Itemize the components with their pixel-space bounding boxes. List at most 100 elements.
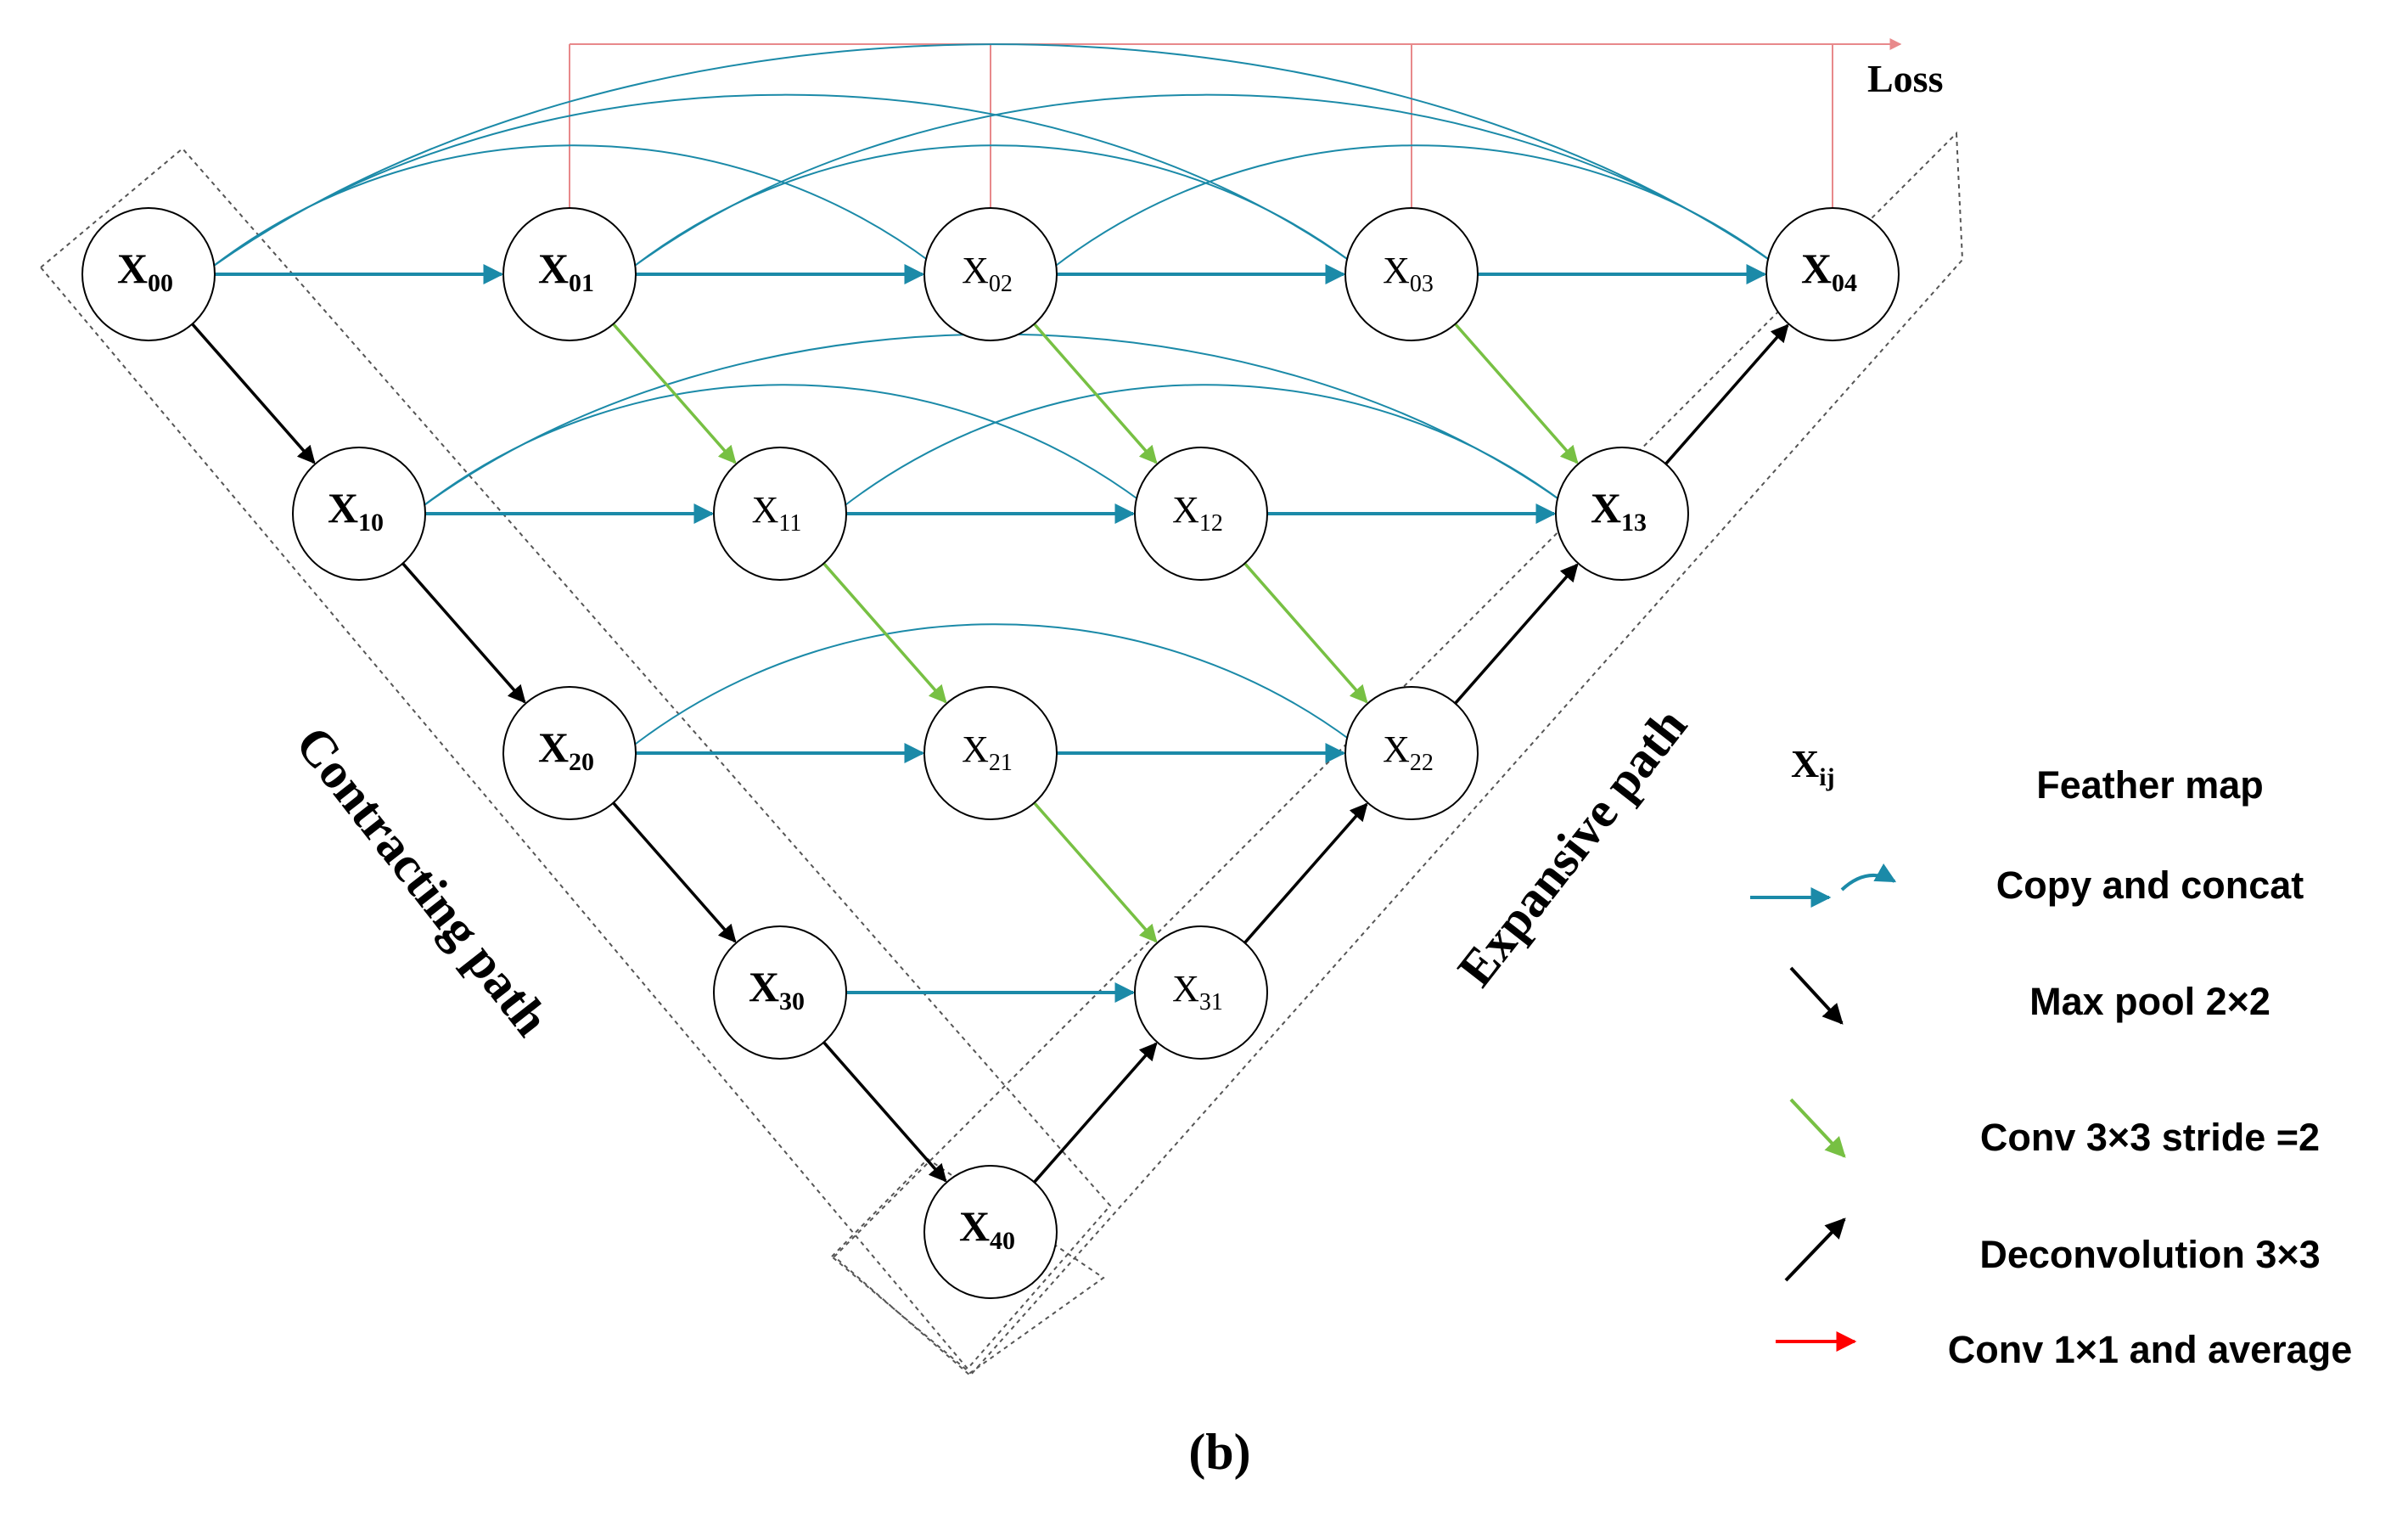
node-label-base: X (328, 484, 358, 532)
legend-conv-symbol (1789, 1098, 1846, 1158)
node-circle (923, 1165, 1058, 1299)
node-label: X10 (328, 484, 384, 537)
node-label-base: X (1172, 489, 1199, 531)
node-label-sub: 03 (1410, 271, 1434, 297)
figure-caption: (b) (1188, 1424, 1250, 1480)
deconv-arrow-31-22 (1243, 802, 1368, 944)
node-x40: X40 (923, 1165, 1058, 1299)
node-label: X11 (752, 489, 802, 537)
skip-curve-02-04 (1052, 144, 1774, 268)
node-circle (1134, 447, 1268, 581)
node-circle (713, 447, 847, 581)
skip-curves (210, 43, 1774, 747)
node-label-base: X (752, 489, 779, 531)
node-circle (713, 925, 847, 1060)
node-label: X03 (1383, 250, 1434, 297)
legend-label-loss: Conv 1×1 and average (1948, 1328, 2352, 1371)
node-x11: X11 (713, 447, 847, 581)
node-label-base: X (962, 728, 989, 770)
path-regions (39, 131, 1964, 1377)
legend: Xij Feather map Copy and concat Max pool… (1750, 742, 2352, 1371)
legend-label-deconv: Deconvolution 3×3 (1979, 1233, 2320, 1276)
maxpool-arrow-00-10 (191, 323, 316, 464)
node-label-base: X (959, 1202, 990, 1250)
loss-branch (569, 38, 1902, 208)
legend-label-maxpool: Max pool 2×2 (2029, 980, 2270, 1023)
bottom-node-region (830, 1157, 1105, 1375)
node-label: X02 (962, 250, 1013, 297)
node-x04: X04 (1765, 207, 1900, 341)
node-circle (1344, 207, 1479, 341)
node-circle (1765, 207, 1900, 341)
node-label: X20 (538, 723, 594, 776)
node-label-base: X (1383, 728, 1410, 770)
node-label: X22 (1383, 728, 1434, 776)
node-label: X40 (959, 1202, 1015, 1255)
node-x03: X03 (1344, 207, 1479, 341)
node-circle (923, 207, 1058, 341)
conv-arrow-11-21 (822, 562, 947, 704)
skip-curve-20-22 (631, 623, 1353, 747)
conv-arrow-12-22 (1243, 562, 1368, 704)
legend-label-skip: Copy and concat (1996, 863, 2304, 907)
node-label-base: X (962, 250, 989, 291)
node-label-sub: 00 (148, 269, 173, 297)
node-x30: X30 (713, 925, 847, 1060)
legend-feature-symbol-base: X (1791, 742, 1819, 785)
conv-arrow-01-11 (612, 323, 737, 464)
maxpool-arrow-10-20 (401, 562, 526, 704)
legend-label-feature: Feather map (2036, 763, 2264, 807)
expansive-path-label: Expansive path (1447, 698, 1698, 997)
deconv-arrow-13-04 (1664, 323, 1789, 465)
node-label-sub: 12 (1199, 510, 1223, 537)
node-label-sub: 13 (1621, 509, 1647, 537)
edges (191, 264, 1789, 1184)
node-circle (1555, 447, 1689, 581)
node-x01: X01 (502, 207, 637, 341)
legend-feature-symbol-sub: ij (1819, 763, 1834, 791)
node-label: X30 (749, 963, 805, 1015)
node-circle (1344, 686, 1479, 820)
node-label-base: X (749, 963, 779, 1010)
node-label-base: X (1172, 968, 1199, 1010)
node-label-base: X (1591, 484, 1621, 532)
node-label: X12 (1172, 489, 1223, 537)
node-label-sub: 22 (1410, 750, 1434, 776)
node-label-sub: 01 (569, 269, 594, 297)
node-label-sub: 20 (569, 748, 594, 776)
node-label: X13 (1591, 484, 1647, 537)
node-circle (1134, 925, 1268, 1060)
node-label: X01 (538, 245, 594, 297)
node-label-base: X (538, 245, 569, 292)
node-label-sub: 30 (779, 987, 805, 1015)
node-label: X21 (962, 728, 1013, 776)
node-x10: X10 (292, 447, 426, 581)
node-x13: X13 (1555, 447, 1689, 581)
expansive-path-region (833, 131, 1964, 1377)
legend-label-conv: Conv 3×3 stride =2 (1980, 1116, 2320, 1159)
node-label-sub: 10 (358, 509, 384, 537)
contracting-path-region (39, 147, 1112, 1370)
skip-curve-11-13 (842, 384, 1563, 508)
node-circle (923, 686, 1058, 820)
node-label: X31 (1172, 968, 1223, 1015)
node-x12: X12 (1134, 447, 1268, 581)
skip-curve-01-04 (631, 93, 1774, 268)
maxpool-arrow-20-30 (612, 801, 737, 943)
maxpool-arrow-30-40 (822, 1041, 947, 1183)
node-circle (292, 447, 426, 581)
node-label-sub: 31 (1199, 989, 1223, 1015)
node-label-base: X (538, 723, 569, 771)
node-label: X00 (117, 245, 173, 297)
legend-skip-symbol (1750, 863, 1897, 908)
node-circle (502, 686, 637, 820)
node-x02: X02 (923, 207, 1058, 341)
conv-arrow-03-13 (1454, 323, 1579, 464)
conv-arrow-02-12 (1033, 323, 1158, 464)
node-label-base: X (117, 245, 148, 292)
node-x31: X31 (1134, 925, 1268, 1060)
loss-label: Loss (1867, 57, 1943, 100)
legend-maxpool-symbol (1789, 966, 1844, 1025)
node-label-base: X (1383, 250, 1410, 291)
